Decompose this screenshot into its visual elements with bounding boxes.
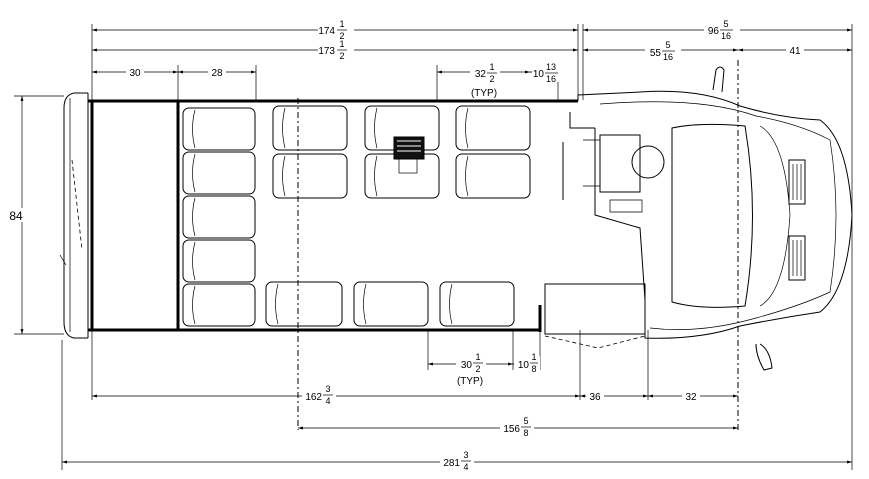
dim-seat-pitch-typ-top: 32 1 2 (TYP) [470, 62, 500, 99]
dim-wheelbase: 156 5 8 [500, 416, 534, 438]
svg-text:1: 1 [339, 39, 344, 49]
svg-text:55: 55 [650, 48, 662, 59]
svg-text:1: 1 [475, 352, 480, 362]
svg-text:10: 10 [533, 69, 545, 80]
svg-text:1: 1 [339, 19, 344, 29]
dim-overall-top-body: 173 1 2 [318, 39, 354, 61]
dim-overall-length: 281 3 4 [440, 450, 474, 472]
wheelchair-lift [393, 136, 425, 174]
dim-gap-bottom: 10 1 8 [514, 352, 540, 374]
svg-text:174: 174 [318, 26, 335, 37]
svg-text:173: 173 [318, 46, 335, 57]
svg-text:3: 3 [463, 450, 468, 460]
seat-group-top [272, 105, 531, 199]
svg-text:96: 96 [708, 26, 720, 37]
vehicle-outline [59, 66, 853, 371]
svg-text:5: 5 [665, 40, 670, 50]
svg-text:162: 162 [305, 392, 322, 403]
svg-text:2: 2 [489, 74, 494, 84]
dimension-lines [14, 24, 853, 470]
svg-text:(TYP): (TYP) [457, 376, 483, 387]
seat-row-rear-left [182, 107, 256, 327]
svg-text:3: 3 [325, 384, 330, 394]
svg-text:10: 10 [518, 360, 530, 371]
dim-gap-top: 10 13 16 [532, 62, 560, 84]
svg-text:8: 8 [523, 428, 528, 438]
dim-rear-section: 30 [129, 68, 141, 79]
seat-group-bottom [265, 281, 515, 327]
dim-cab-bottom: 32 [685, 392, 697, 403]
svg-text:5: 5 [723, 19, 728, 29]
svg-text:8: 8 [531, 364, 536, 374]
dim-body-bottom: 162 3 4 [302, 384, 336, 406]
svg-text:4: 4 [325, 396, 330, 406]
svg-text:16: 16 [546, 74, 556, 84]
svg-text:4: 4 [463, 462, 468, 472]
dim-width: 84 [9, 209, 23, 223]
dim-seat-pitch-typ-bottom: 30 1 2 (TYP) [456, 352, 486, 387]
svg-text:2: 2 [339, 51, 344, 61]
svg-text:5: 5 [523, 416, 528, 426]
svg-text:2: 2 [475, 364, 480, 374]
svg-text:16: 16 [663, 52, 673, 62]
svg-text:30: 30 [461, 360, 473, 371]
svg-text:281: 281 [443, 458, 460, 469]
svg-text:13: 13 [546, 62, 556, 72]
svg-text:16: 16 [721, 31, 731, 41]
dim-door-area: 36 [589, 392, 601, 403]
dim-cab-top: 55 5 16 [645, 40, 681, 62]
dim-front-end: 41 [789, 46, 801, 57]
svg-text:156: 156 [503, 424, 520, 435]
svg-text:1: 1 [531, 352, 536, 362]
svg-text:32: 32 [475, 69, 487, 80]
svg-text:1: 1 [489, 62, 494, 72]
svg-text:2: 2 [339, 31, 344, 41]
dim-front-overhang-top: 96 5 16 [704, 19, 740, 41]
dim-overall-top-long: 174 1 2 [318, 19, 354, 41]
svg-text:(TYP): (TYP) [471, 88, 497, 99]
dim-seat-pitch-first: 28 [211, 68, 223, 79]
